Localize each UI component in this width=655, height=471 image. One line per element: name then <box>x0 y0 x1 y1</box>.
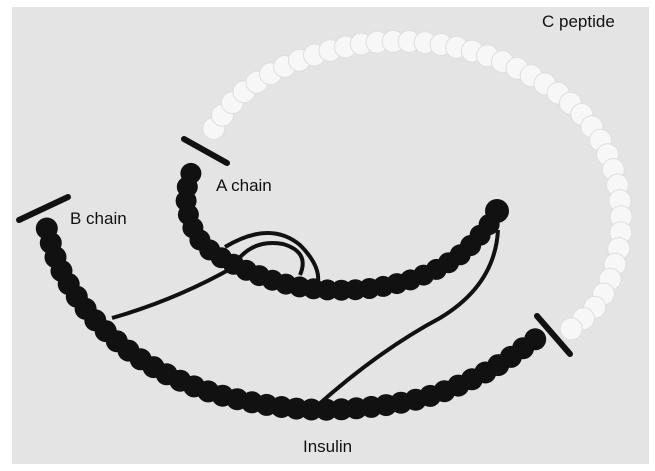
disulfide-bond-1 <box>112 268 232 318</box>
a-chain-label: A chain <box>216 176 272 196</box>
insulin-label: Insulin <box>303 437 352 457</box>
a-chain-cap <box>184 139 227 163</box>
c-peptide-label: C peptide <box>542 12 615 32</box>
a-chain-end-bead <box>485 199 509 223</box>
insulin-diagram: C peptide A chain B chain Insulin <box>12 7 649 464</box>
c-peptide-bead-41 <box>560 318 582 340</box>
b-chain-cap <box>19 197 68 220</box>
diagram-svg <box>12 7 649 464</box>
b-chain-bead-39 <box>524 328 546 350</box>
b-chain-label: B chain <box>70 209 127 229</box>
